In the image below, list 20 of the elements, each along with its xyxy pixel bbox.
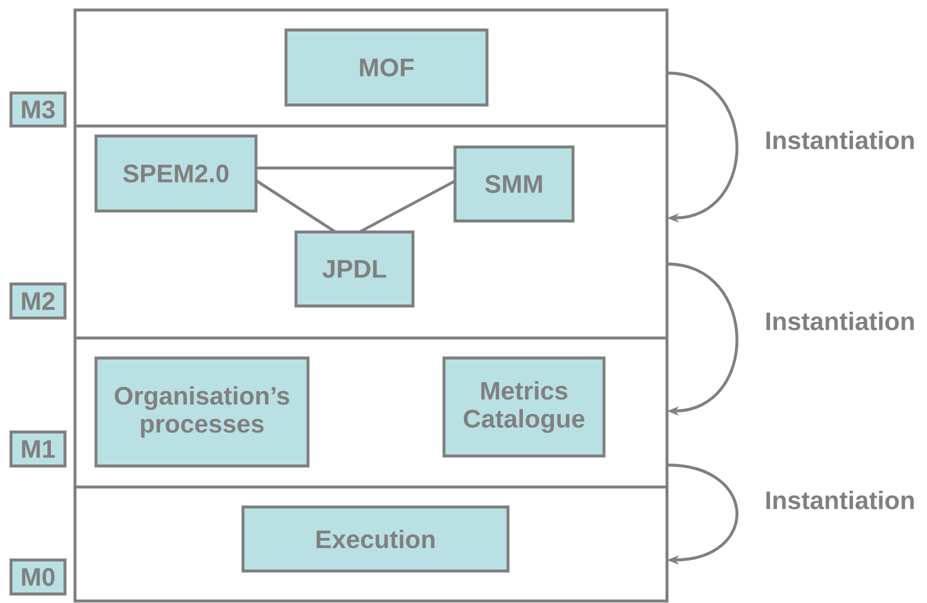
level-label: M0	[10, 558, 66, 596]
element-box: Execution	[242, 506, 510, 572]
element-box: MOF	[284, 28, 488, 106]
instantiation-arrow	[666, 72, 738, 223]
edge-label: Instantiation	[766, 130, 914, 150]
element-box: SPEM2.0	[94, 134, 258, 212]
connector-line	[255, 179, 336, 234]
element-box: JPDL	[294, 230, 414, 308]
edge-label: Instantiation	[766, 312, 914, 330]
element-box: SMM	[454, 146, 574, 222]
edge-label: Instantiation	[766, 490, 914, 510]
level-label: M1	[10, 430, 66, 468]
element-box: Organisation’s processes	[94, 356, 310, 468]
element-box: Metrics Catalogue	[442, 356, 606, 458]
connector-line	[358, 180, 456, 234]
connector-line	[256, 166, 455, 170]
level-label: M3	[10, 92, 66, 128]
instantiation-arrow	[666, 464, 738, 565]
level-label: M2	[10, 282, 66, 320]
instantiation-arrow	[666, 262, 738, 416]
